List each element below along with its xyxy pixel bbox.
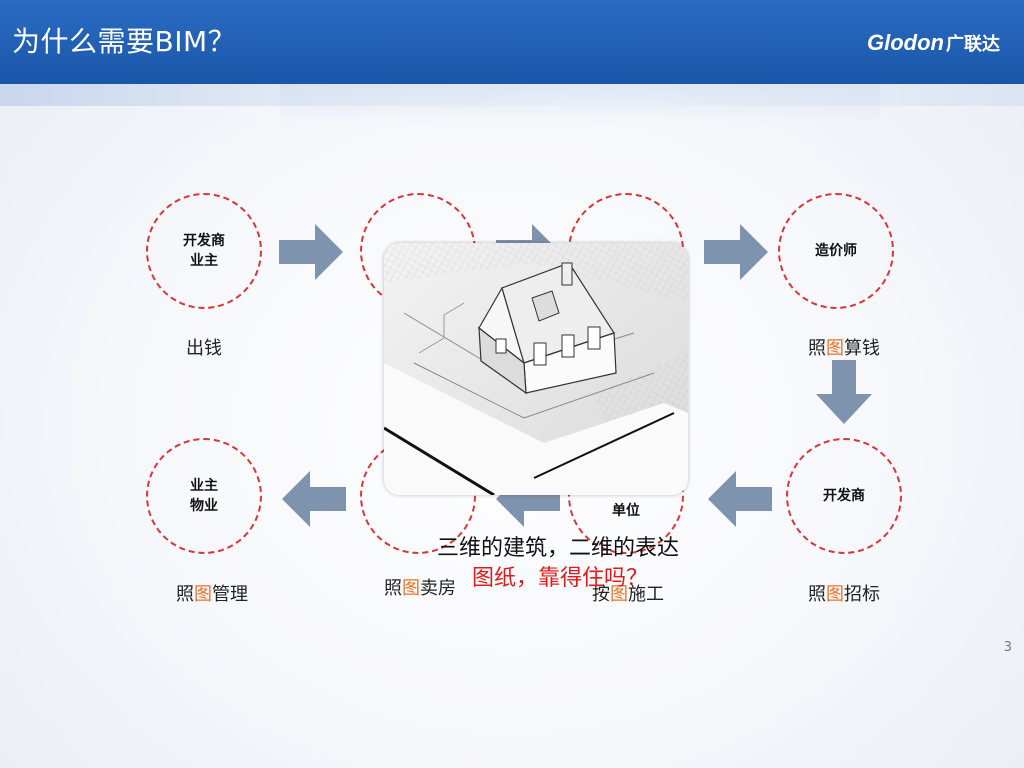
caption-highlight: 图: [610, 584, 628, 605]
logo-en: Glodon: [867, 30, 944, 55]
node-label: 开发商: [183, 233, 225, 249]
node-developer-tender: 开发商: [786, 438, 902, 554]
overlay-line2: 图纸，靠得住吗？: [472, 566, 649, 591]
caption-calc: 照图算钱: [784, 334, 904, 360]
caption-tender: 照图招标: [784, 580, 904, 606]
house-drawing-image: [384, 243, 688, 495]
caption-post: 卖房: [420, 578, 456, 599]
node-cost-engineer: 造价师: [778, 193, 894, 309]
node-label: 造价师: [815, 243, 857, 259]
header-bar: [0, 0, 1024, 84]
caption-post: 施工: [628, 584, 664, 605]
node-label: 单位: [612, 503, 640, 519]
page-number: 3: [1003, 640, 1012, 655]
caption-pay: 出钱: [186, 338, 222, 359]
node-label: 物业: [190, 498, 218, 514]
caption-build: 按图施工: [568, 580, 688, 606]
overlay-line1: 三维的建筑，二维的表达: [437, 536, 680, 561]
caption-pre: 照: [808, 584, 826, 605]
caption-pre: 按: [592, 584, 610, 605]
caption-highlight: 图: [402, 578, 420, 599]
caption-pre: 照: [808, 338, 826, 359]
logo-cn: 广联达: [946, 34, 1000, 55]
caption-pre: 照: [176, 584, 194, 605]
caption-highlight: 图: [194, 584, 212, 605]
arrow-right-icon: [704, 224, 768, 280]
caption-manage: 照图管理: [152, 580, 272, 606]
arrow-down-icon: [816, 360, 872, 424]
arrow-right-icon: [279, 224, 343, 280]
caption-sell: 照图卖房: [360, 574, 480, 600]
header-glow: [280, 84, 880, 124]
caption-pre: 照: [384, 578, 402, 599]
node-label: 业主: [190, 478, 218, 494]
node-developer-owner: 开发商业主: [146, 193, 262, 309]
caption-highlight: 图: [826, 584, 844, 605]
arrow-left-icon: [708, 471, 772, 527]
arrow-left-icon: [282, 471, 346, 527]
page-title: 为什么需要BIM？: [12, 25, 237, 58]
node-owner-property: 业主物业: [146, 438, 262, 554]
caption-post: 招标: [844, 584, 880, 605]
caption-post: 管理: [212, 584, 248, 605]
node-label: 业主: [190, 253, 218, 269]
node-label: 开发商: [823, 488, 865, 504]
caption-post: 算钱: [844, 338, 880, 359]
caption-highlight: 图: [826, 338, 844, 359]
